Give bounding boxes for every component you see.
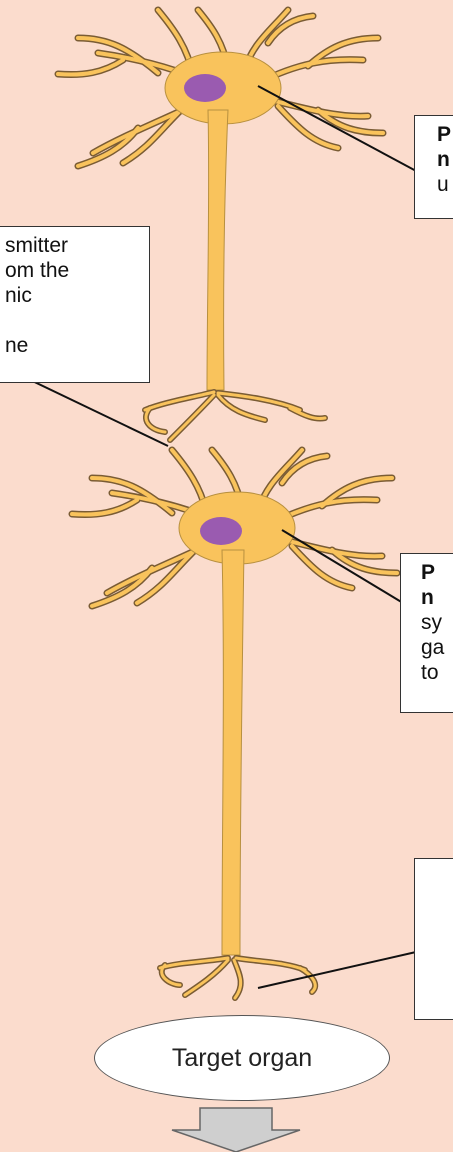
neurotransmitter-label-line-3: nic bbox=[5, 284, 32, 307]
postganglionic-axon bbox=[222, 550, 244, 955]
target-label-box bbox=[414, 858, 453, 1020]
preganglionic-axon-terminals bbox=[145, 392, 325, 440]
target-organ-label: Target organ bbox=[172, 1044, 312, 1073]
leader-line-postganglionic bbox=[282, 530, 403, 603]
postganglionic-label-line-1: P bbox=[421, 561, 435, 584]
preganglionic-label-line-1: P bbox=[437, 123, 451, 146]
neurotransmitter-label-line-2: om the bbox=[5, 259, 69, 282]
neurotransmitter-label-line-1: smitter bbox=[5, 234, 68, 257]
postganglionic-label-line-3: sy bbox=[421, 611, 442, 634]
postganglionic-nucleus bbox=[200, 517, 242, 545]
postganglionic-axon-terminals bbox=[160, 958, 315, 998]
postganglionic-neuron bbox=[72, 450, 397, 998]
target-organ-oval: Target organ bbox=[94, 1015, 390, 1101]
preganglionic-label-line-2: n bbox=[437, 148, 450, 171]
preganglionic-label-line-3: u bbox=[437, 173, 449, 196]
postganglionic-label-line-4: ga bbox=[421, 636, 444, 659]
preganglionic-neuron-label-box: P n u bbox=[414, 115, 453, 219]
preganglionic-nucleus bbox=[184, 74, 226, 102]
postganglionic-label-line-5: to bbox=[421, 661, 439, 684]
down-arrow-icon bbox=[172, 1108, 300, 1152]
preganglionic-axon bbox=[207, 110, 228, 390]
neurotransmitter-label-box: smitter om the nic ne bbox=[0, 226, 150, 383]
postganglionic-neuron-label-box: P n sy ga to bbox=[400, 553, 453, 713]
leader-line-target bbox=[258, 952, 416, 988]
leader-line-preganglionic bbox=[258, 86, 418, 172]
neurotransmitter-label-line-5: ne bbox=[5, 334, 28, 357]
postganglionic-label-line-2: n bbox=[421, 586, 434, 609]
